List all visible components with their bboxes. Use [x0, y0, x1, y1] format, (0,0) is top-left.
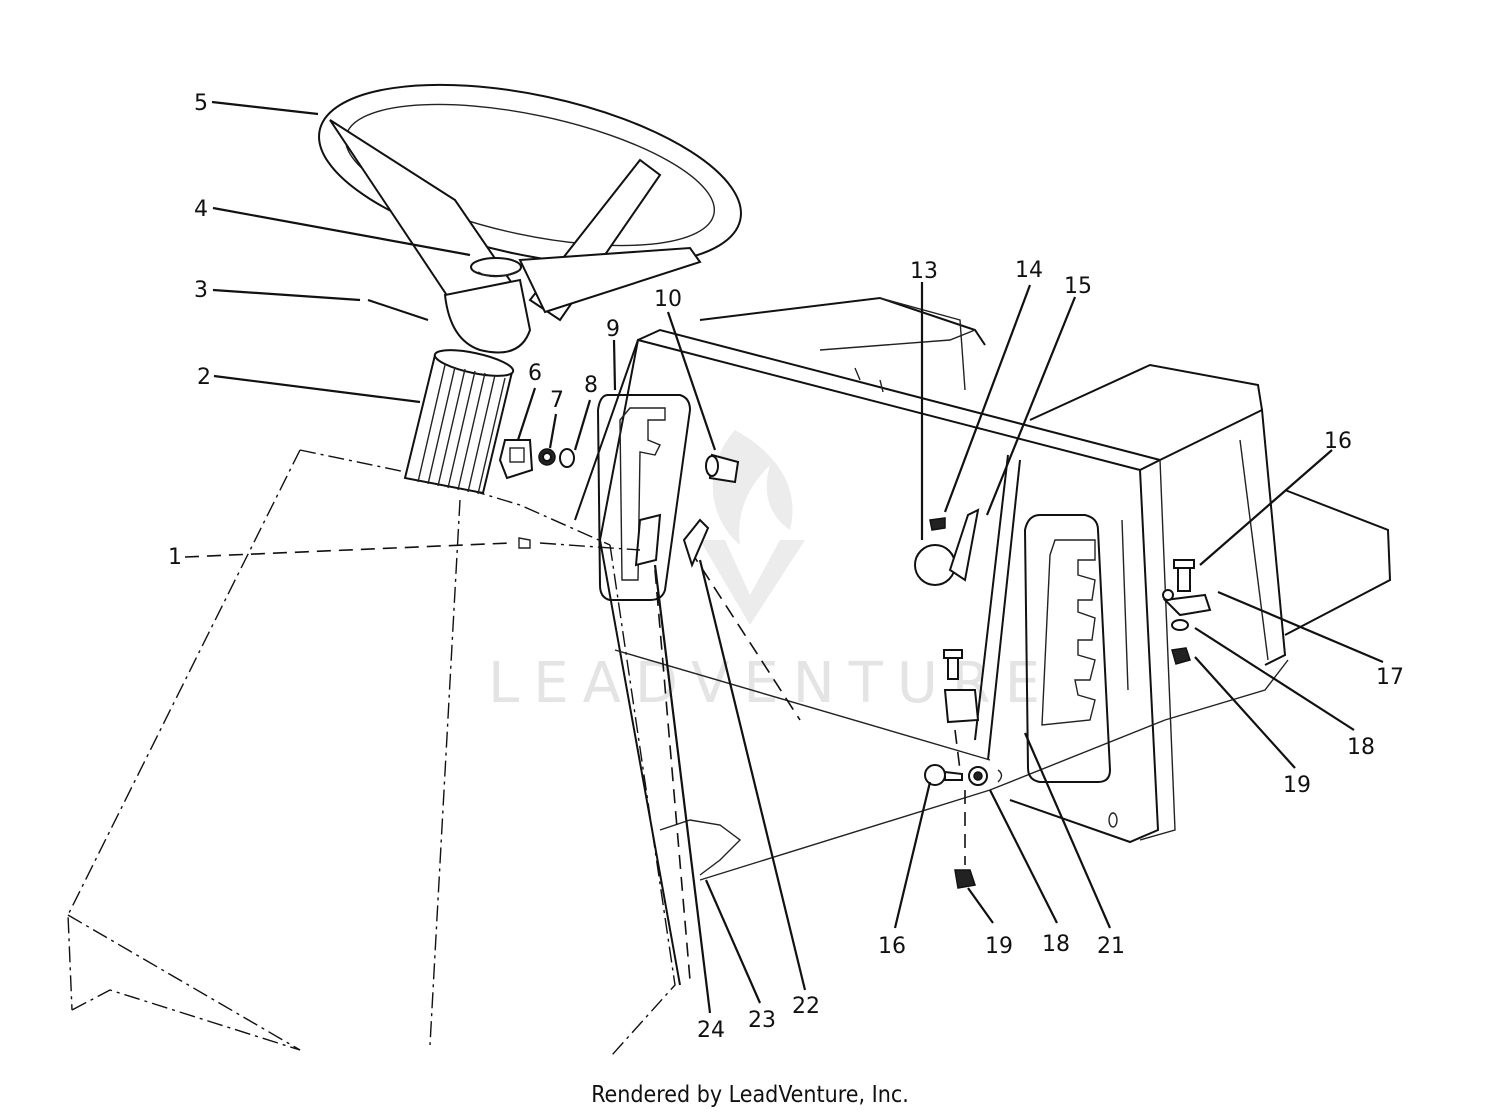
label-2: 2	[197, 365, 211, 390]
rendered-by-footer: Rendered by LeadVenture, Inc.	[591, 1082, 909, 1108]
label-21: 21	[1097, 934, 1125, 959]
ignition-parts	[498, 439, 575, 480]
label-19-lower: 19	[985, 934, 1013, 959]
roll-pin	[367, 299, 429, 321]
right-shift-plate	[1023, 514, 1112, 783]
hardware-right	[1162, 559, 1212, 665]
steering-wheel	[318, 83, 742, 354]
label-1: 1	[168, 545, 182, 570]
leader-lines	[184, 100, 1384, 1014]
label-4: 4	[194, 197, 208, 222]
label-19-right: 19	[1283, 773, 1311, 798]
label-24: 24	[697, 1018, 725, 1043]
label-5: 5	[194, 91, 208, 116]
label-7: 7	[550, 388, 564, 413]
watermark: LEADVENTURE	[488, 430, 1040, 716]
hardware-lower	[924, 649, 1003, 889]
label-10: 10	[654, 287, 682, 312]
label-3: 3	[194, 278, 208, 303]
label-22: 22	[792, 994, 820, 1019]
hood-outline	[67, 449, 676, 1056]
label-17: 17	[1376, 665, 1404, 690]
label-13: 13	[910, 259, 938, 284]
label-16-right: 16	[1324, 429, 1352, 454]
left-shift-plate	[596, 394, 692, 601]
label-18-right: 18	[1347, 735, 1375, 760]
lever-assembly	[914, 508, 980, 586]
dash-console	[574, 296, 1392, 986]
label-9: 9	[606, 317, 620, 342]
label-6: 6	[528, 361, 542, 386]
knob-10	[705, 453, 740, 484]
column-spacer	[403, 349, 515, 495]
label-18-lower: 18	[1042, 932, 1070, 957]
part-labels: 5 4 3 2 1 6 7 8 9 10 13 14 15 16 17 18 1…	[168, 91, 1404, 1043]
label-15: 15	[1064, 274, 1092, 299]
label-23: 23	[748, 1008, 776, 1033]
label-16-lower: 16	[878, 934, 906, 959]
label-8: 8	[584, 373, 598, 398]
label-14: 14	[1015, 258, 1043, 283]
